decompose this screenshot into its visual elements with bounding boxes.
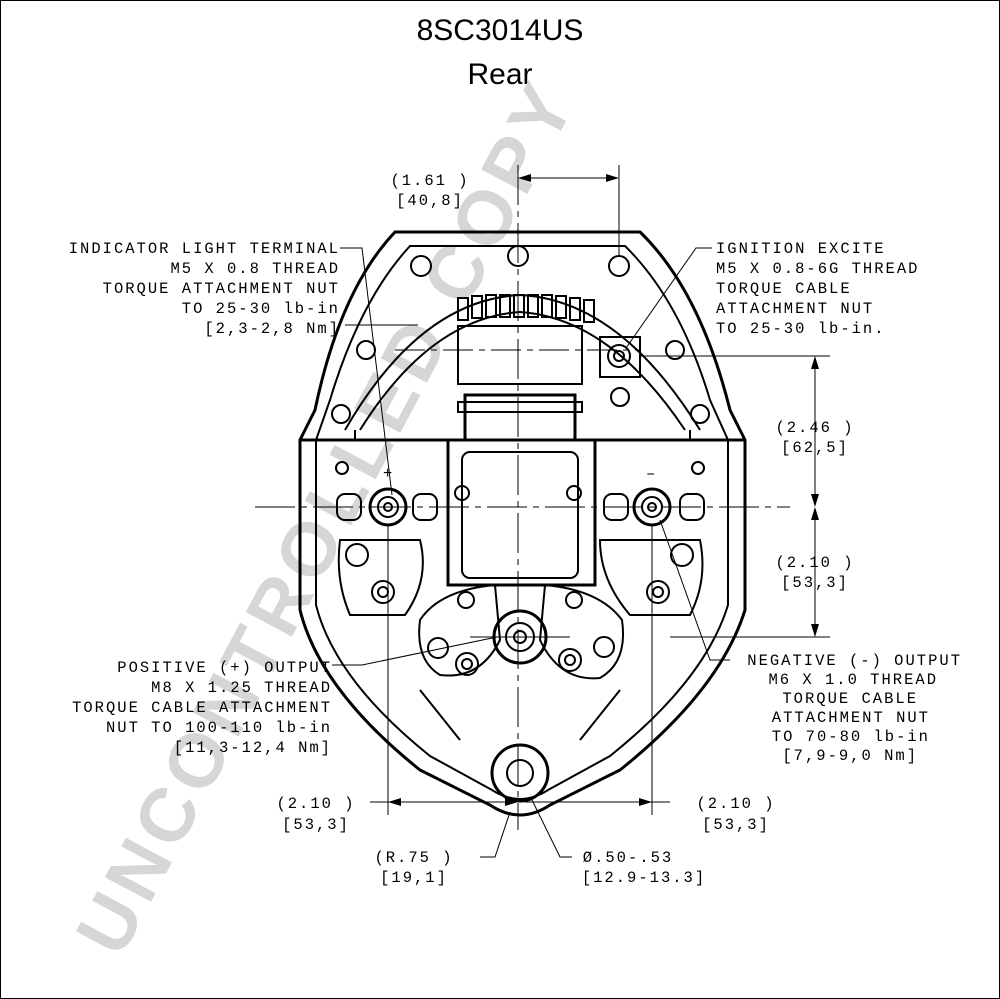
svg-text:TORQUE ATTACHMENT NUT: TORQUE ATTACHMENT NUT (103, 280, 340, 298)
svg-text:TO 25-30 lb-in.: TO 25-30 lb-in. (716, 320, 886, 338)
drawing-title: 8SC3014US (416, 14, 584, 47)
svg-text:[12.9-13.3]: [12.9-13.3] (582, 869, 706, 887)
svg-text:ATTACHMENT NUT: ATTACHMENT NUT (716, 300, 874, 318)
svg-text:[7,9-9,0 Nm]: [7,9-9,0 Nm] (782, 747, 918, 765)
negative-mark: – (646, 465, 657, 483)
svg-text:(1.61 ): (1.61 ) (390, 172, 469, 190)
bottom-mount-ear (490, 743, 550, 803)
svg-text:Ø.50-.53: Ø.50-.53 (583, 849, 673, 867)
diode-plate-right (538, 539, 704, 680)
ignition-terminal (599, 336, 641, 407)
callout-indicator: INDICATOR LIGHT TERMINAL M5 X 0.8 THREAD… (69, 240, 340, 338)
svg-text:(2.10 ): (2.10 ) (775, 554, 854, 572)
callout-positive: POSITIVE (+) OUTPUT M8 X 1.25 THREAD TOR… (72, 659, 332, 757)
cooling-slots (457, 294, 595, 323)
svg-text:TO 25-30 lb-in: TO 25-30 lb-in (182, 300, 340, 318)
svg-text:TORQUE CABLE: TORQUE CABLE (782, 690, 918, 708)
positive-mark: + (383, 465, 394, 483)
leader-lines (332, 247, 730, 858)
svg-text:M5 X 0.8 THREAD: M5 X 0.8 THREAD (170, 260, 340, 278)
svg-text:[53,3]: [53,3] (702, 816, 770, 834)
diode-plate-left (337, 539, 502, 677)
svg-text:M6 X 1.0 THREAD: M6 X 1.0 THREAD (768, 671, 938, 689)
svg-text:(2.46 ): (2.46 ) (775, 419, 854, 437)
svg-text:NEGATIVE (-) OUTPUT: NEGATIVE (-) OUTPUT (747, 652, 962, 670)
center-lines (255, 165, 790, 830)
svg-text:[53,3]: [53,3] (781, 574, 849, 592)
svg-text:TORQUE CABLE: TORQUE CABLE (716, 280, 852, 298)
callout-negative: NEGATIVE (-) OUTPUT M6 X 1.0 THREAD TORQ… (747, 652, 962, 765)
svg-text:INDICATOR LIGHT TERMINAL: INDICATOR LIGHT TERMINAL (69, 240, 340, 258)
svg-text:ATTACHMENT NUT: ATTACHMENT NUT (772, 709, 930, 727)
svg-text:[11,3-12,4 Nm]: [11,3-12,4 Nm] (174, 739, 332, 757)
svg-text:M8 X 1.25 THREAD: M8 X 1.25 THREAD (151, 679, 332, 697)
svg-text:(2.10 ): (2.10 ) (276, 795, 355, 813)
svg-text:[2,3-2,8 Nm]: [2,3-2,8 Nm] (204, 320, 340, 338)
dimension-labels: (1.61 ) [40,8] (2.46 ) [62,5] (2.10 ) [5… (276, 172, 854, 887)
svg-text:(2.10 ): (2.10 ) (696, 795, 775, 813)
svg-text:[62,5]: [62,5] (781, 439, 849, 457)
callout-ignition: IGNITION EXCITE M5 X 0.8-6G THREAD TORQU… (716, 240, 919, 338)
nameplate (457, 325, 583, 413)
svg-text:TORQUE CABLE ATTACHMENT: TORQUE CABLE ATTACHMENT (72, 699, 332, 717)
svg-text:[40,8]: [40,8] (396, 192, 464, 210)
dimension-lines (370, 165, 830, 815)
svg-text:POSITIVE (+) OUTPUT: POSITIVE (+) OUTPUT (117, 659, 332, 677)
svg-text:[19,1]: [19,1] (380, 869, 448, 887)
svg-text:NUT TO 100-110 lb-in: NUT TO 100-110 lb-in (106, 719, 332, 737)
svg-text:IGNITION EXCITE: IGNITION EXCITE (716, 240, 886, 258)
svg-text:[53,3]: [53,3] (282, 816, 350, 834)
svg-text:(R.75 ): (R.75 ) (374, 849, 453, 867)
svg-text:M5 X 0.8-6G THREAD: M5 X 0.8-6G THREAD (716, 260, 919, 278)
drawing-subtitle: Rear (467, 58, 533, 91)
svg-text:TO 70-80 lb-in: TO 70-80 lb-in (772, 728, 930, 746)
negative-terminal: – (603, 465, 705, 527)
center-rectifier-box (446, 393, 597, 587)
small-holes (335, 461, 705, 501)
